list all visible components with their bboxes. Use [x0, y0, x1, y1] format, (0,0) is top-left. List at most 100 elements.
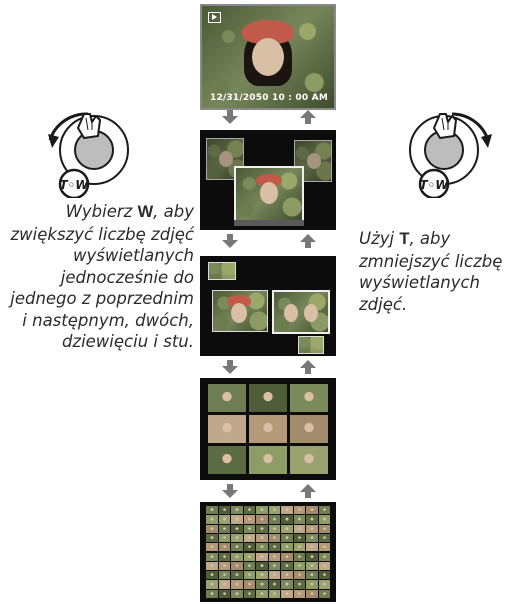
thumbnail-cell: [208, 415, 246, 443]
thumbnail-cell: [281, 552, 293, 561]
thumbnail-cell: [206, 506, 218, 515]
thumbnail-cell: [281, 580, 293, 589]
thumbnail-cell: [231, 543, 243, 552]
thumbnail-cell: [293, 552, 305, 561]
thumbnail-cell: [208, 446, 246, 474]
thumbnail-cell: [268, 561, 280, 571]
thumbnail-cell: [306, 589, 318, 598]
thumbnail-cell: [218, 571, 230, 580]
thumbnail-cell: [306, 543, 318, 552]
thumbnail-cell: [218, 561, 230, 571]
thumbnail-cell: [290, 446, 328, 474]
thumbnail-cell: [318, 589, 330, 598]
thumbnail-cell: [281, 543, 293, 552]
thumbnail-cell: [206, 543, 218, 552]
thumbnail-cell: [231, 506, 243, 515]
thumbnail-cell: [306, 571, 318, 580]
arrow-up-icon: [300, 484, 316, 498]
thumbnail-cell: [293, 580, 305, 589]
thumbnail-cell: [231, 589, 243, 598]
thumbnail-cell: [281, 524, 293, 533]
thumbnail-cell: [306, 533, 318, 543]
arrow-down-icon: [222, 360, 238, 374]
current-thumbnail: [234, 166, 304, 222]
arrow-up-icon: [300, 110, 316, 124]
thumbnail-cell: [243, 589, 255, 598]
thumbnail-cell: [249, 384, 287, 412]
thumbnail-cell: [231, 580, 243, 589]
two-frame-screen: [200, 256, 336, 356]
thumbnail-cell: [281, 515, 293, 524]
thumbnail-cell: [208, 384, 246, 412]
thumbnail-cell: [243, 561, 255, 571]
thumbnail-cell: [206, 561, 218, 571]
thumbnail-cell: [306, 580, 318, 589]
hundred-frame-grid: [206, 506, 330, 598]
zoom-lever-w-icon: T◦W: [48, 112, 136, 200]
arrow-down-icon: [222, 110, 238, 124]
thumbnail-cell: [243, 552, 255, 561]
small-thumbnail: [298, 336, 324, 354]
thumbnail-cell: [318, 561, 330, 571]
thumbnail-cell: [218, 524, 230, 533]
thumbnail-cell: [318, 524, 330, 533]
nine-frame-grid: [208, 384, 328, 474]
thumbnail-cell: [293, 533, 305, 543]
thumbnail-cell: [306, 552, 318, 561]
hundred-frame-screen: [200, 502, 336, 602]
zoom-lever-t-icon: T◦W: [404, 112, 492, 200]
thumbnail-cell: [268, 552, 280, 561]
caption-left: Wybierz W, aby zwiększyć liczbę zdjęć wy…: [4, 201, 194, 353]
thumbnail-cell: [256, 543, 268, 552]
thumbnail-cell: [293, 524, 305, 533]
frame-left: [212, 290, 268, 332]
thumbnail-cell: [318, 506, 330, 515]
thumbnail-cell: [243, 571, 255, 580]
thumbnail-cell: [256, 589, 268, 598]
thumbnail-cell: [218, 506, 230, 515]
next-thumbnail: [294, 140, 332, 182]
thumbnail-cell: [281, 571, 293, 580]
thumbnail-cell: [256, 506, 268, 515]
thumbnail-cell: [206, 533, 218, 543]
thumbnail-cell: [256, 552, 268, 561]
face-shape: [252, 38, 284, 76]
thumbnail-cell: [243, 580, 255, 589]
knob-label: T◦W: [419, 178, 449, 192]
thumbnail-cell: [268, 515, 280, 524]
thumbnail-cell: [306, 561, 318, 571]
thumbnail-cell: [293, 561, 305, 571]
caption-right-key: T: [399, 230, 410, 248]
thumbnail-cell: [256, 515, 268, 524]
single-image-screen: 12/31/2050 10 : 00 AM: [200, 4, 336, 110]
thumbnail-cell: [281, 589, 293, 598]
thumbnail-cell: [206, 571, 218, 580]
filmstrip-bar: [234, 220, 304, 226]
thumbnail-cell: [268, 580, 280, 589]
thumbnail-cell: [218, 580, 230, 589]
thumbnail-cell: [231, 561, 243, 571]
caption-left-post: , aby zwiększyć liczbę zdjęć wyświetlany…: [10, 202, 194, 351]
thumbnail-cell: [293, 589, 305, 598]
thumbnail-cell: [290, 384, 328, 412]
thumbnail-cell: [306, 506, 318, 515]
thumbnail-cell: [256, 571, 268, 580]
caption-right-pre: Użyj: [359, 229, 400, 248]
thumbnail-cell: [256, 561, 268, 571]
arrow-down-icon: [222, 484, 238, 498]
nine-frame-screen: [200, 378, 336, 480]
thumbnail-cell: [249, 415, 287, 443]
thumbnail-cell: [243, 543, 255, 552]
thumbnail-cell: [290, 415, 328, 443]
thumbnail-cell: [218, 589, 230, 598]
small-thumbnail: [208, 262, 236, 280]
thumbnail-cell: [293, 506, 305, 515]
arrow-up-icon: [300, 360, 316, 374]
thumbnail-cell: [231, 524, 243, 533]
thumbnail-cell: [281, 561, 293, 571]
thumbnail-cell: [281, 506, 293, 515]
thumbnail-cell: [243, 524, 255, 533]
caption-right: Użyj T, aby zmniejszyć liczbę wyświetlan…: [359, 228, 509, 315]
thumbnail-cell: [268, 533, 280, 543]
thumbnail-cell: [249, 446, 287, 474]
